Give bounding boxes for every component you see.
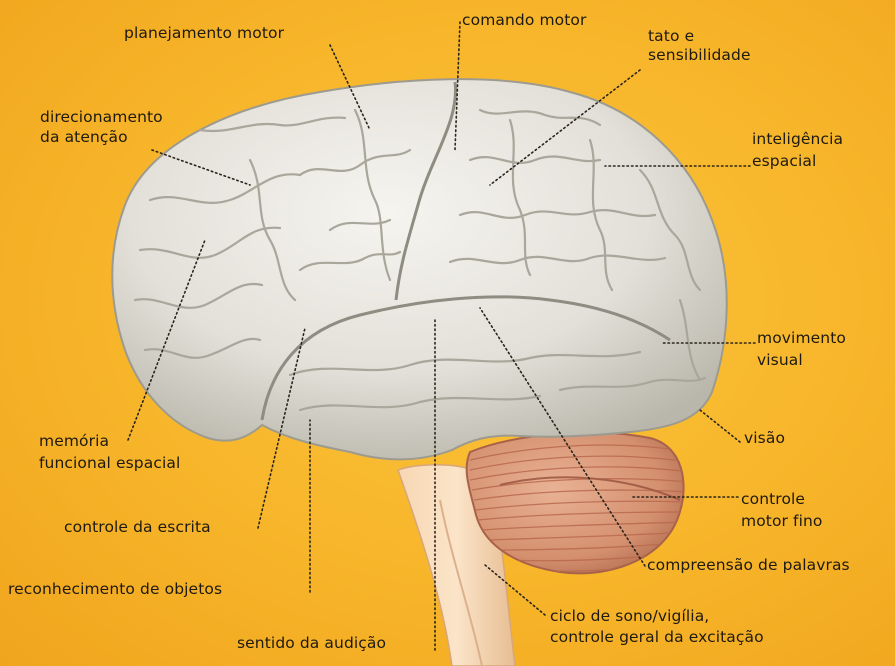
label-controle-motor-line1: controle (741, 488, 823, 510)
label-inteligencia-line1: inteligência (752, 128, 843, 150)
label-sentido-audicao: sentido da audição (237, 634, 386, 653)
label-inteligencia-line2: espacial (752, 150, 843, 172)
label-memoria-funcional: memória funcional espacial (39, 430, 180, 474)
label-reconhecimento-objetos: reconhecimento de objetos (8, 580, 222, 599)
label-memoria-line1: memória (39, 430, 180, 452)
label-visao: visão (744, 429, 785, 448)
label-memoria-line2: funcional espacial (39, 452, 180, 474)
label-compreensao-palavras: compreensão de palavras (647, 556, 850, 575)
label-ciclo-line1: ciclo de sono/vigília, (550, 606, 764, 627)
label-movimento-visual: movimento visual (757, 327, 846, 371)
label-planejamento-motor: planejamento motor (124, 24, 284, 43)
label-inteligencia-espacial: inteligência espacial (752, 128, 843, 172)
label-ciclo-sono-vigilia: ciclo de sono/vigília, controle geral da… (550, 606, 764, 648)
label-ciclo-line2: controle geral da excitação (550, 627, 764, 648)
label-tato-sensibilidade: tato e sensibilidade (648, 27, 751, 65)
label-tato-line1: tato e (648, 27, 751, 46)
label-direcionamento-atencao: direcionamento da atenção (40, 107, 163, 147)
label-controle-motor-fino: controle motor fino (741, 488, 823, 532)
label-controle-escrita: controle da escrita (64, 518, 211, 537)
label-direcionamento-line1: direcionamento (40, 107, 163, 127)
label-movimento-line2: visual (757, 349, 846, 371)
label-movimento-line1: movimento (757, 327, 846, 349)
label-tato-line2: sensibilidade (648, 46, 751, 65)
cerebrum (112, 79, 726, 459)
label-controle-motor-line2: motor fino (741, 510, 823, 532)
label-comando-motor: comando motor (462, 11, 587, 30)
label-direcionamento-line2: da atenção (40, 127, 163, 147)
